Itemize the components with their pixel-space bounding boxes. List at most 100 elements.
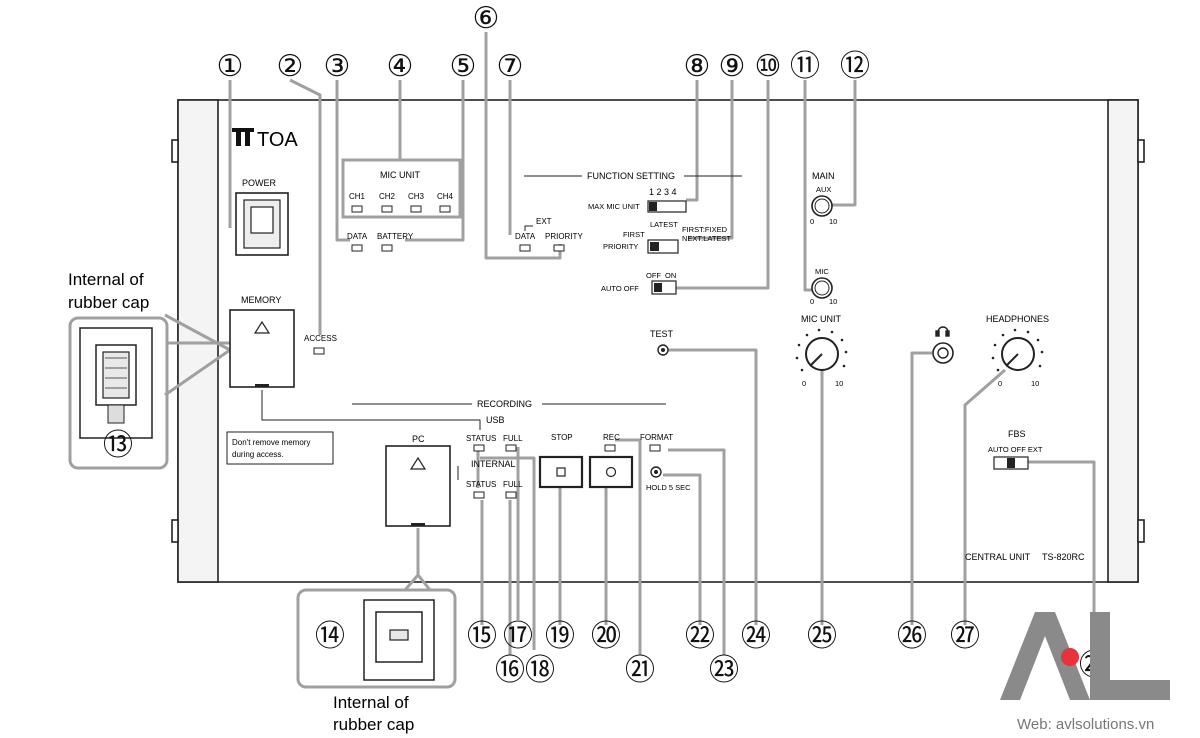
callout-number: ① — [217, 50, 244, 83]
pc-label: PC — [412, 434, 425, 444]
usb-full-led — [505, 444, 517, 452]
headphones-knob-pointer — [1005, 353, 1019, 367]
data-label: DATA — [347, 232, 368, 241]
callout-number: ⑭ — [315, 620, 345, 653]
callout-number: ⑪ — [790, 50, 820, 83]
ext-priority-label: PRIORITY — [545, 232, 583, 241]
priority-label: PRIORITY — [603, 242, 638, 251]
mic-unit-scale-max: 10 — [835, 379, 843, 388]
next-latest-label: NEXT:LATEST — [682, 234, 731, 243]
auto-off-switch[interactable] — [651, 280, 677, 295]
ext-data-led — [519, 244, 531, 252]
memory-slot[interactable] — [229, 309, 295, 388]
stop-label: STOP — [551, 433, 573, 442]
mic-label: MIC — [815, 267, 829, 276]
auto-off-label: AUTO OFF — [601, 284, 639, 293]
channel-label: CH2 — [379, 192, 396, 201]
access-label: ACCESS — [304, 334, 337, 343]
usb-status-label: STATUS — [466, 434, 496, 443]
internal-status-led — [473, 491, 485, 499]
rubber-cap-top-line2: rubber cap — [68, 293, 149, 312]
callout-number: ⑤ — [450, 50, 477, 83]
ext-bracket — [524, 225, 533, 231]
mic-unit-header: MIC UNIT — [380, 170, 420, 180]
max-mic-unit-label: MAX MIC UNIT — [588, 202, 640, 211]
callout-number: ⑥ — [473, 2, 500, 35]
callout-number: ⑩ — [755, 50, 782, 83]
fbs-switch[interactable] — [993, 456, 1029, 470]
callout-number: ⑮ — [467, 620, 497, 653]
brand-name: TOA — [257, 129, 298, 151]
rubber-cap-bottom-line1: Internal of — [333, 693, 409, 712]
internal-status-label: STATUS — [466, 480, 496, 489]
memory-note-line2: during access. — [232, 450, 284, 459]
callout-number: ⑬ — [103, 429, 133, 462]
test-label: TEST — [650, 329, 674, 339]
memory-note-box — [226, 431, 334, 465]
mic-unit-knob-label: MIC UNIT — [801, 314, 841, 324]
headphones-jack[interactable] — [932, 342, 954, 364]
mic-channel-leds — [351, 205, 451, 213]
callout-number: ⑲ — [545, 620, 575, 653]
function-setting-label: FUNCTION SETTING — [587, 171, 675, 181]
battery-led — [381, 244, 393, 252]
channel-label: CH1 — [349, 192, 366, 201]
mic-scale-min: 0 — [810, 297, 814, 306]
internal-full-label: FULL — [503, 480, 523, 489]
rec-led — [604, 444, 616, 452]
mic-unit-knob-scale — [795, 328, 848, 372]
callout-number: ㉒ — [685, 620, 715, 653]
callout-number: ㉗ — [950, 620, 980, 653]
ext-label: EXT — [536, 217, 552, 226]
usb-label: USB — [486, 415, 505, 425]
stop-button[interactable] — [538, 455, 584, 489]
avl-logo-dot — [1061, 648, 1079, 666]
priority-switch[interactable] — [647, 239, 679, 254]
power-label: POWER — [242, 178, 277, 188]
callout-number: ㉓ — [709, 654, 739, 687]
main-label: MAIN — [812, 171, 835, 181]
rec-button[interactable] — [588, 455, 634, 489]
usb-status-led — [473, 444, 485, 452]
headphones-icon — [935, 326, 950, 337]
avl-logo — [1000, 612, 1170, 700]
test-button-core — [661, 348, 665, 352]
callout-numbers: ①②③④⑤⑥⑦⑧⑨⑩⑪⑫⑬⑭⑮⑯⑰⑱⑲⑳㉑㉒㉓㉔㉕㉖㉗㉘ — [103, 2, 1109, 687]
watermark-web: Web: avlsolutions.vn — [1017, 716, 1154, 733]
pc-memory-slot[interactable] — [385, 445, 451, 527]
model-label: TS-820RC — [1042, 552, 1085, 562]
aux-volume-knob-inner — [814, 198, 830, 214]
callout-number: ③ — [324, 50, 351, 83]
internal-full-led — [505, 491, 517, 499]
recording-label: RECORDING — [477, 399, 532, 409]
fbs-options-label: AUTO OFF EXT — [988, 445, 1043, 454]
headphones-scale-min: 0 — [998, 379, 1002, 388]
mic-volume-knob-inner — [814, 280, 830, 296]
aux-label: AUX — [816, 185, 831, 194]
rubber-cap-box-bottom — [296, 588, 457, 689]
callout-number: ㉕ — [807, 620, 837, 653]
format-label: FORMAT — [640, 433, 673, 442]
callout-number: ⑰ — [503, 620, 533, 653]
rec-label: REC — [603, 433, 620, 442]
max-mic-switch[interactable] — [647, 200, 687, 213]
off-label: OFF — [646, 271, 661, 280]
max-mic-values: 1 2 3 4 — [649, 187, 677, 197]
latest-label: LATEST — [650, 220, 678, 229]
panel-body — [171, 99, 1145, 583]
callout-number: ⑫ — [840, 50, 870, 83]
first-fixed-label: FIRST:FIXED — [682, 225, 728, 234]
callout-number: ⑳ — [591, 620, 621, 653]
headphones-scale-max: 10 — [1031, 379, 1039, 388]
callout-number: ㉑ — [625, 654, 655, 687]
mic-unit-scale-min: 0 — [802, 379, 806, 388]
first-label: FIRST — [623, 230, 645, 239]
format-button-core — [654, 470, 658, 474]
mic-scale-max: 10 — [829, 297, 837, 306]
access-led — [313, 347, 325, 355]
rubber-cap-top-line1: Internal of — [68, 270, 144, 289]
battery-label: BATTERY — [377, 232, 414, 241]
data-led — [351, 244, 363, 252]
power-switch[interactable] — [235, 192, 289, 256]
